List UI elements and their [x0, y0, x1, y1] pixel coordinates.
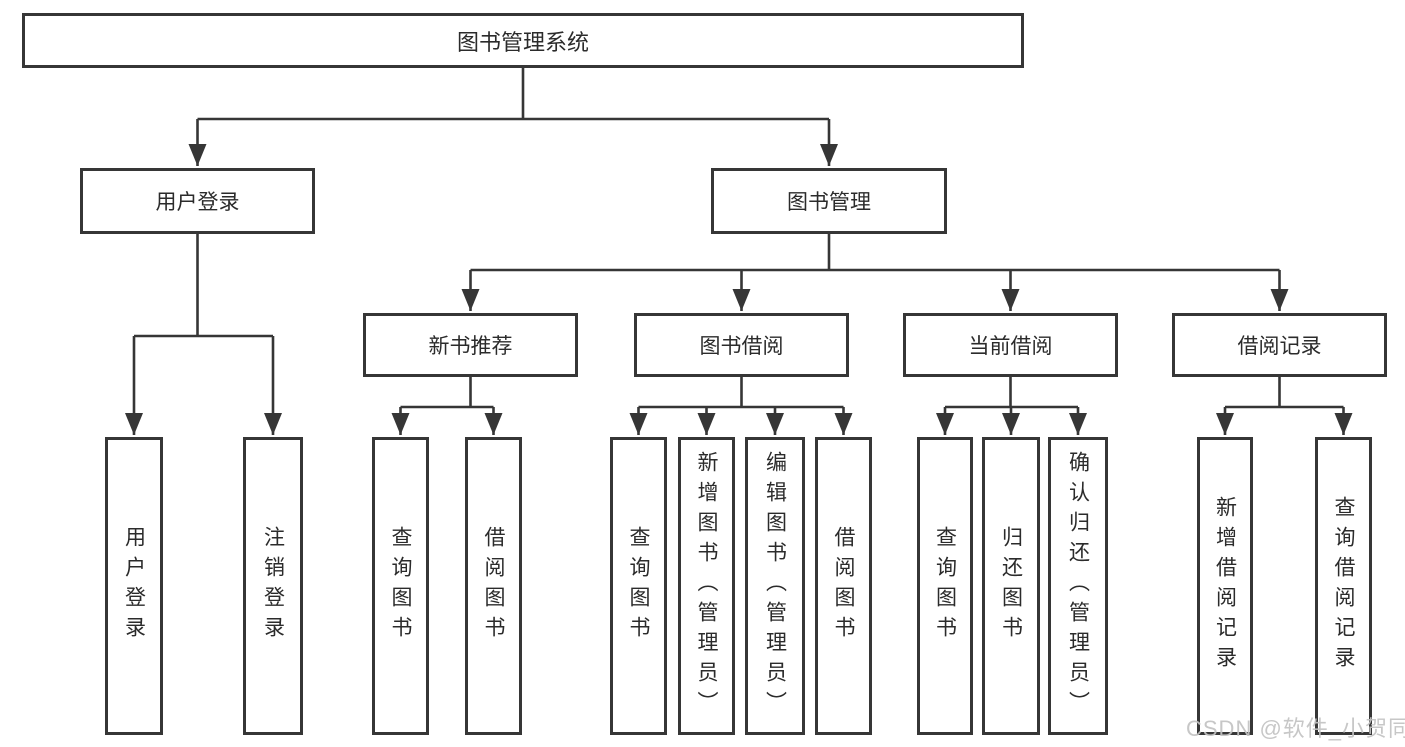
- leaf-add-book-admin: 新增图书（管理员）: [678, 437, 735, 735]
- leaf-newbooks-query-book: 查询图书: [372, 437, 429, 735]
- node-label: 借阅图书: [832, 526, 855, 646]
- node-new-book-recommend: 新书推荐: [363, 313, 578, 377]
- node-label: 借阅记录: [1237, 335, 1322, 358]
- node-label: 图书借阅: [699, 335, 784, 358]
- node-label: 图书管理系统: [456, 29, 589, 55]
- node-label: 新增图书（管理员）: [695, 451, 718, 721]
- leaf-edit-book-admin: 编辑图书（管理员）: [745, 437, 805, 735]
- connector-borrowrecords-to-leaves: [1216, 377, 1353, 435]
- connector-currentborrow-to-leaves: [936, 377, 1087, 435]
- node-label: 查询借阅记录: [1332, 496, 1355, 676]
- node-label: 查询图书: [627, 526, 650, 646]
- connector-bookborrow-to-leaves: [629, 377, 853, 435]
- node-current-borrow: 当前借阅: [903, 313, 1118, 377]
- leaf-add-borrow-record: 新增借阅记录: [1197, 437, 1253, 735]
- node-user-login: 用户登录: [80, 168, 315, 234]
- connector-root-to-level2: [188, 68, 838, 166]
- node-library-system: 图书管理系统: [22, 13, 1024, 68]
- leaf-logout: 注销登录: [243, 437, 303, 735]
- leaf-return-book: 归还图书: [982, 437, 1040, 735]
- node-book-management: 图书管理: [711, 168, 947, 234]
- node-label: 借阅图书: [482, 526, 505, 646]
- connector-userlogin-to-leaves: [125, 234, 282, 435]
- leaf-newbooks-borrow-book: 借阅图书: [465, 437, 522, 735]
- leaf-borrow-query-book: 查询图书: [610, 437, 667, 735]
- node-borrow-records: 借阅记录: [1172, 313, 1387, 377]
- node-label: 编辑图书（管理员）: [763, 451, 787, 721]
- leaf-query-borrow-record: 查询借阅记录: [1315, 437, 1372, 735]
- node-label: 新书推荐: [428, 335, 513, 358]
- node-label: 注销登录: [261, 526, 285, 646]
- node-label: 查询图书: [389, 526, 412, 646]
- node-label: 用户登录: [122, 526, 146, 646]
- node-label: 用户登录: [155, 191, 240, 214]
- leaf-borrow-book: 借阅图书: [815, 437, 872, 735]
- connector-bookmgmt-to-level3: [461, 234, 1289, 311]
- leaf-confirm-return-admin: 确认归还（管理员）: [1048, 437, 1108, 735]
- node-label: 归还图书: [999, 526, 1023, 646]
- node-label: 当前借阅: [968, 335, 1053, 358]
- node-label: 新增借阅记录: [1213, 496, 1237, 676]
- node-label: 图书管理: [787, 191, 871, 214]
- node-book-borrow: 图书借阅: [634, 313, 849, 377]
- connector-newbooks-to-leaves: [391, 377, 503, 435]
- leaf-user-login: 用户登录: [105, 437, 163, 735]
- node-label: 查询图书: [933, 526, 957, 646]
- node-label: 确认归还（管理员）: [1066, 451, 1090, 721]
- leaf-current-query-book: 查询图书: [917, 437, 973, 735]
